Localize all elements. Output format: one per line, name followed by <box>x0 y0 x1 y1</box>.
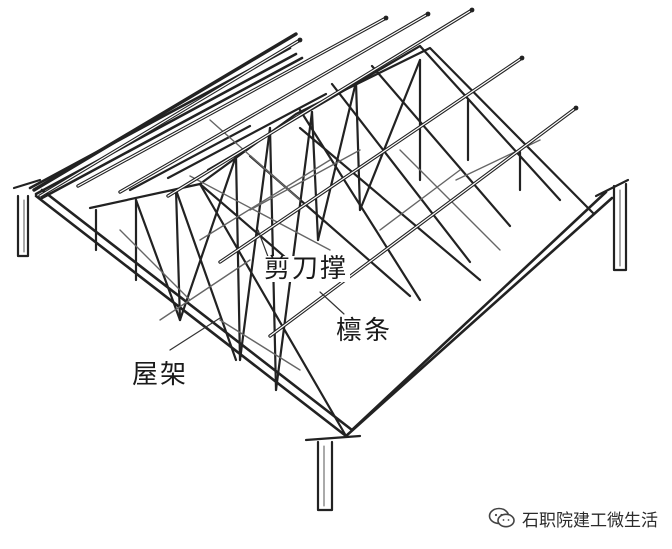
purlin-label: 檩条 <box>334 316 395 346</box>
roof-trusses <box>88 44 596 438</box>
right-wall <box>594 178 630 272</box>
front-wall <box>304 434 362 512</box>
left-eave-beam <box>34 188 354 438</box>
watermark-text: 石职院建工微生活 <box>522 510 658 531</box>
wechat-icon <box>488 507 515 528</box>
right-eave-beam <box>344 190 614 438</box>
watermark: 石职院建工微生活 <box>488 504 658 532</box>
roof-truss-label: 屋架 <box>130 360 191 390</box>
left-wall <box>12 178 42 258</box>
scissor-brace-label: 剪刀撑 <box>262 254 351 284</box>
purlin-ends <box>297 7 579 111</box>
ridge-beam <box>28 46 304 200</box>
